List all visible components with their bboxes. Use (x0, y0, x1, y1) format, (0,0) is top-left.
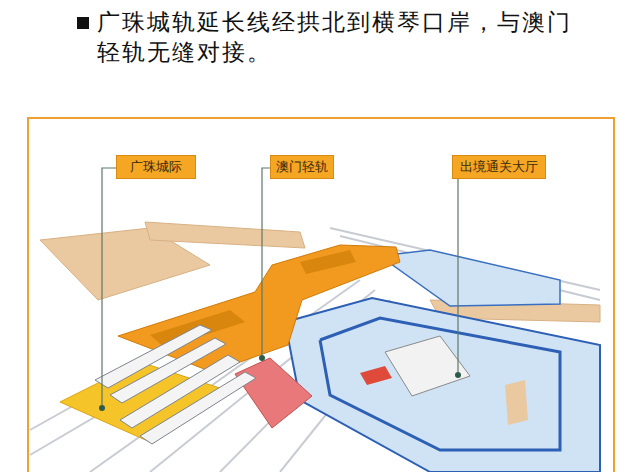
callout-label: 澳门轻轨 (276, 158, 328, 176)
callout-label: 广珠城际 (130, 158, 182, 176)
callout-box: 出境通关大厅 (452, 155, 546, 179)
callout-box: 广珠城际 (116, 155, 196, 179)
slab (145, 222, 305, 248)
platform (235, 358, 312, 428)
title: 广珠城轨延长线经拱北到横琴口岸，与澳门轻轨无缝对接。 (97, 7, 577, 67)
leader-dot (259, 355, 265, 361)
leader-dot (455, 372, 461, 378)
hall (380, 250, 560, 306)
callout-label: 出境通关大厅 (460, 158, 538, 176)
callout-box: 澳门轻轨 (270, 155, 334, 179)
frame (28, 118, 614, 472)
stair (300, 250, 356, 274)
leader-dot (99, 405, 105, 411)
route (320, 318, 560, 450)
rails (30, 228, 600, 472)
building (385, 336, 470, 396)
trains (95, 325, 256, 444)
bullet-square (77, 17, 89, 29)
counter (505, 380, 528, 425)
leader-lines (102, 168, 458, 405)
hall (285, 298, 600, 472)
gate (360, 366, 392, 385)
